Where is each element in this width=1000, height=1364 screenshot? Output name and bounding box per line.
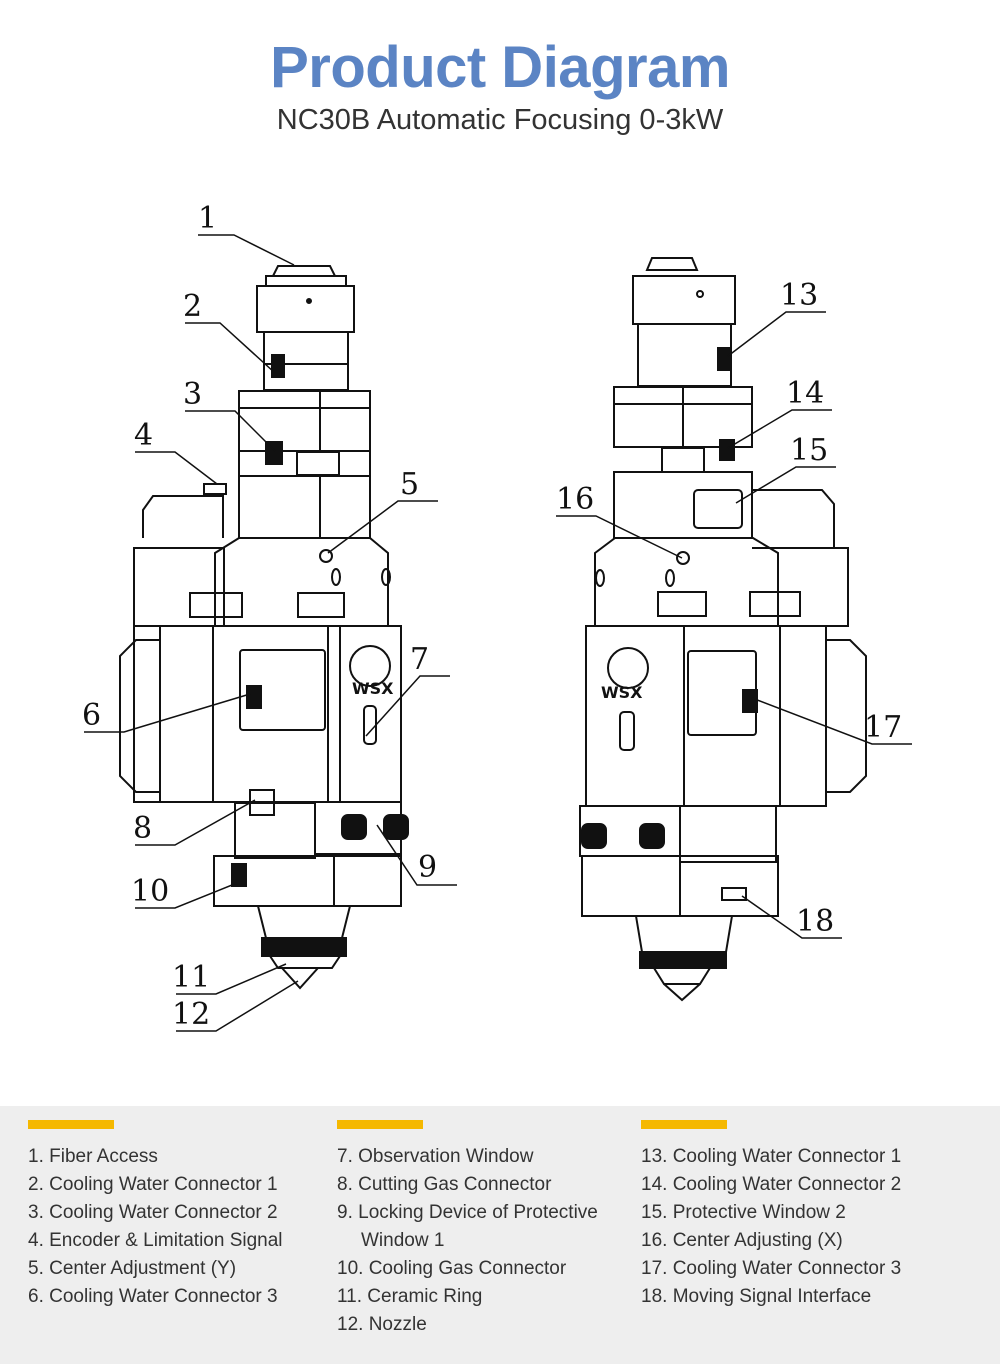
left-view: WSX [84,234,457,1032]
legend-item: 15. Protective Window 2 [641,1202,846,1223]
left-logo-text: WSX [352,679,394,698]
callout-11: 11 [172,960,210,995]
callout-4: 4 [134,418,153,453]
callout-1: 1 [198,201,217,236]
legend-item: 3. Cooling Water Connector 2 [28,1202,278,1223]
legend-item: 10. Cooling Gas Connector [337,1258,567,1279]
callout-9: 9 [418,850,437,885]
right-view: WSX [556,257,912,1002]
callout-12: 12 [172,997,210,1032]
legend-item: 11. Ceramic Ring [337,1286,483,1307]
legend-item: 2. Cooling Water Connector 1 [28,1174,278,1195]
legend-item: Window 1 [337,1227,598,1255]
callout-13: 13 [780,278,818,313]
legend-item: 1. Fiber Access [28,1146,158,1167]
legend-item: 9. Locking Device of Protective [337,1202,598,1223]
legend-item: 7. Observation Window [337,1146,534,1167]
callout-14: 14 [786,376,824,411]
callout-8: 8 [133,811,152,846]
callout-7: 7 [410,642,429,677]
callout-5: 5 [400,467,419,502]
legend-panel: 1. Fiber Access 2. Cooling Water Connect… [0,1106,1000,1364]
product-diagram: WSX [0,170,1000,1070]
legend-accent-bar [641,1120,727,1129]
legend-column-1: 1. Fiber Access 2. Cooling Water Connect… [28,1120,283,1311]
callout-18: 18 [796,904,834,939]
legend-item: 14. Cooling Water Connector 2 [641,1174,902,1195]
legend-item: 12. Nozzle [337,1314,427,1335]
legend-item: 16. Center Adjusting (X) [641,1230,843,1251]
callout-15: 15 [790,433,828,468]
callout-10: 10 [131,874,169,909]
page-subtitle: NC30B Automatic Focusing 0-3kW [276,104,724,136]
legend-item: 18. Moving Signal Interface [641,1286,872,1307]
legend-column-3: 13. Cooling Water Connector 1 14. Coolin… [641,1120,901,1311]
legend-item: 6. Cooling Water Connector 3 [28,1286,278,1307]
callout-2: 2 [183,289,202,324]
legend-accent-bar [28,1120,114,1129]
legend-item: 17. Cooling Water Connector 3 [641,1258,902,1279]
legend-item: 8. Cutting Gas Connector [337,1174,552,1195]
right-logo-text: WSX [601,683,643,702]
legend-item: 4. Encoder & Limitation Signal [28,1230,283,1251]
legend-item-continuation: Window 1 [361,1230,445,1251]
legend-accent-bar [337,1120,423,1129]
callout-17: 17 [864,710,902,745]
legend-item: 13. Cooling Water Connector 1 [641,1146,902,1167]
legend-item: 5. Center Adjustment (Y) [28,1258,237,1279]
callout-3: 3 [183,377,202,412]
legend-column-2: 7. Observation Window 8. Cutting Gas Con… [337,1120,598,1339]
callout-16: 16 [556,482,594,517]
page-title: Product Diagram [270,35,730,100]
callout-6: 6 [82,698,101,733]
